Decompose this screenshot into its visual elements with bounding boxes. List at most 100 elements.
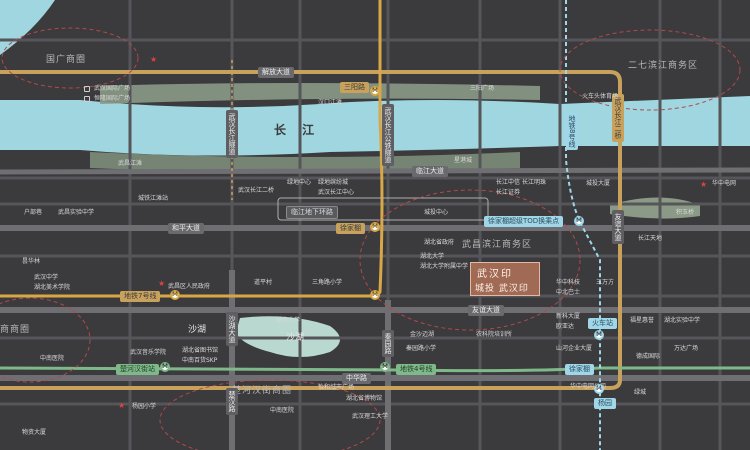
metro-station-icon[interactable]: M <box>594 330 604 340</box>
metro-line4-tag: 地铁4号线 <box>396 364 437 375</box>
metro-huochezhan-tag: 火车站 <box>588 318 617 329</box>
business-zones <box>0 27 741 450</box>
poi-label[interactable]: 武昌江滩 <box>118 160 143 167</box>
poi-label[interactable]: 湖北省政府 <box>424 239 455 246</box>
poi-label[interactable]: 湖北实验中学 <box>664 317 701 324</box>
metro-station-icon[interactable]: M <box>370 222 380 232</box>
poi-label[interactable]: 中南医院 <box>40 355 65 362</box>
poi-label[interactable]: 武汉国际广场 <box>94 85 131 92</box>
road-changjiang-bridge: 武汉长江二桥 <box>612 94 624 142</box>
poi-label[interactable]: 华中电网 <box>712 180 737 187</box>
poi-label[interactable]: 武汉长江中心 <box>318 189 355 196</box>
poi-label[interactable]: 山河企业大厦 <box>556 345 593 352</box>
poi-label[interactable]: 欧亚达 <box>556 323 575 330</box>
metro-tod-tag: 徐家棚超级TOD换乘点 <box>484 216 564 227</box>
metro-station-icon[interactable]: M <box>160 362 170 372</box>
poi-label[interactable]: 武汉理工大学 <box>352 413 389 420</box>
poi-label[interactable]: 金沙迈湖 <box>410 331 435 338</box>
road-shahu-ave: 沙湖大道 <box>226 312 238 346</box>
road-zhonghua: 中华路 <box>342 373 371 384</box>
poi-label[interactable]: 恒隆国际广场 <box>94 95 131 102</box>
poi-label[interactable]: 湖北大学 <box>276 317 301 324</box>
poi-label[interactable]: 怡和城市广场 <box>318 384 355 391</box>
metro-yangyuan-tag: 杨园 <box>594 398 616 409</box>
poi-label[interactable]: 武汉中学 <box>34 274 59 281</box>
metro-line7-tag: 地铁7号线 <box>120 291 161 302</box>
poi-label[interactable]: 农科院培训所 <box>476 331 513 338</box>
north-lake <box>0 0 55 55</box>
road-youyi: 友谊大道 <box>468 305 504 316</box>
poi-label[interactable]: 长江证券 <box>496 189 521 196</box>
road-chuhan: 楚汉路 <box>226 388 238 415</box>
poi-label[interactable]: 三阳广场 <box>470 85 495 92</box>
poi-label[interactable]: 中南医院 <box>270 407 295 414</box>
poi-label[interactable]: 杨园小学 <box>132 403 157 410</box>
poi-label[interactable]: 城投中心 <box>424 209 449 216</box>
poi-label[interactable]: 武汉音乐学院 <box>130 349 167 356</box>
poi-label[interactable]: 德成国际 <box>636 353 661 360</box>
road-youyi-vertical: 友谊大道 <box>612 210 624 244</box>
poi-label[interactable]: 武昌实验中学 <box>58 209 95 216</box>
poi-label[interactable]: 长江天地 <box>638 235 663 242</box>
poi-label[interactable]: 华中科技 <box>556 279 581 286</box>
poi-label[interactable]: 湖北大学附属中学 <box>420 263 469 270</box>
metro-station-icon[interactable]: M <box>370 290 380 300</box>
project-marker[interactable]: 武汉印 城投 武汉印 <box>470 262 540 296</box>
poi-label[interactable]: 物资大厦 <box>22 429 47 436</box>
road-xujiapeng: 徐家棚 <box>336 223 365 234</box>
poi-label[interactable]: 汉口江滩 <box>318 99 343 106</box>
poi-label[interactable]: 福星惠誉 <box>630 317 655 324</box>
metro-station-icon[interactable]: M <box>380 362 390 372</box>
poi-label[interactable]: 长江中信 <box>496 179 521 186</box>
road-sanyang: 三阳路 <box>340 82 369 93</box>
poi-label[interactable]: 湖北省博物馆 <box>346 395 383 402</box>
poi-label[interactable]: 绿地中心 <box>287 179 312 186</box>
area-hubei: 商商圈 <box>0 325 31 335</box>
road-jiefang: 解放大道 <box>258 67 294 78</box>
metro-line8-tag: 地铁8号线 <box>566 112 578 151</box>
poi-label[interactable]: 湖北省图书馆 <box>182 347 219 354</box>
metro-line-8 <box>565 0 601 450</box>
metro-station-icon[interactable]: M <box>594 384 604 394</box>
metro-station-icon[interactable]: M <box>574 216 584 226</box>
poi-label[interactable]: 新科大厦 <box>556 313 581 320</box>
poi-label[interactable]: 绿地缤纷城 <box>318 179 349 186</box>
metro-station-icon[interactable]: M <box>370 86 380 96</box>
poi-label[interactable]: 万达广场 <box>674 345 699 352</box>
area-wuchang-cbd: 武昌滨江商务区 <box>462 240 533 250</box>
poi-label[interactable]: 户部巷 <box>24 209 43 216</box>
metro-xujiapeng-tag: 徐家棚 <box>565 364 594 375</box>
poi-label[interactable]: 华中电网公司 <box>570 383 607 390</box>
poi-label[interactable]: 长江明珠 <box>522 179 547 186</box>
poi-label[interactable]: 湖北美术学院 <box>34 284 71 291</box>
poi-label[interactable]: 城投大厦 <box>586 180 611 187</box>
poi-label[interactable]: 城铁江滩站 <box>138 195 169 202</box>
project-logo: 武汉印 <box>477 269 513 280</box>
poi-label[interactable]: 中南百货SKP <box>182 357 218 364</box>
yangtze-river <box>0 96 750 156</box>
shahu-lake-label: 沙湖 <box>286 333 305 343</box>
government-star-icon: ★ <box>700 180 708 189</box>
poi-label[interactable]: 武汉长江二桥 <box>238 187 275 194</box>
project-name: 城投 武汉印 <box>475 284 529 294</box>
poi-label[interactable]: 三角路小学 <box>312 279 343 286</box>
poi-label[interactable]: 星港城 <box>454 157 473 164</box>
poi-label[interactable]: 火车头体育场 <box>582 93 619 100</box>
poi-icon <box>84 96 90 102</box>
poi-label[interactable]: 昙华林 <box>22 258 41 265</box>
poi-icon <box>84 86 90 92</box>
road-linjiang: 临江大道 <box>412 166 448 177</box>
poi-label[interactable]: 绿城 <box>634 389 647 396</box>
area-guoguang: 国广商圈 <box>46 55 87 65</box>
metro-station-icon[interactable]: M <box>170 290 180 300</box>
poi-label[interactable]: 积玉桥 <box>676 209 695 216</box>
poi-label[interactable]: 湖北大学 <box>420 253 445 260</box>
poi-label[interactable]: 三万方 <box>596 279 615 286</box>
linjiang-road <box>0 167 750 175</box>
poi-label[interactable]: 中北巴士 <box>556 289 581 296</box>
poi-label[interactable]: 道平村 <box>254 279 273 286</box>
metro-chuhe-tag: 楚河汉街站 <box>116 364 159 375</box>
poi-label[interactable]: 秦园路小学 <box>406 345 437 352</box>
poi-label[interactable]: 武昌区人民政府 <box>168 283 211 290</box>
